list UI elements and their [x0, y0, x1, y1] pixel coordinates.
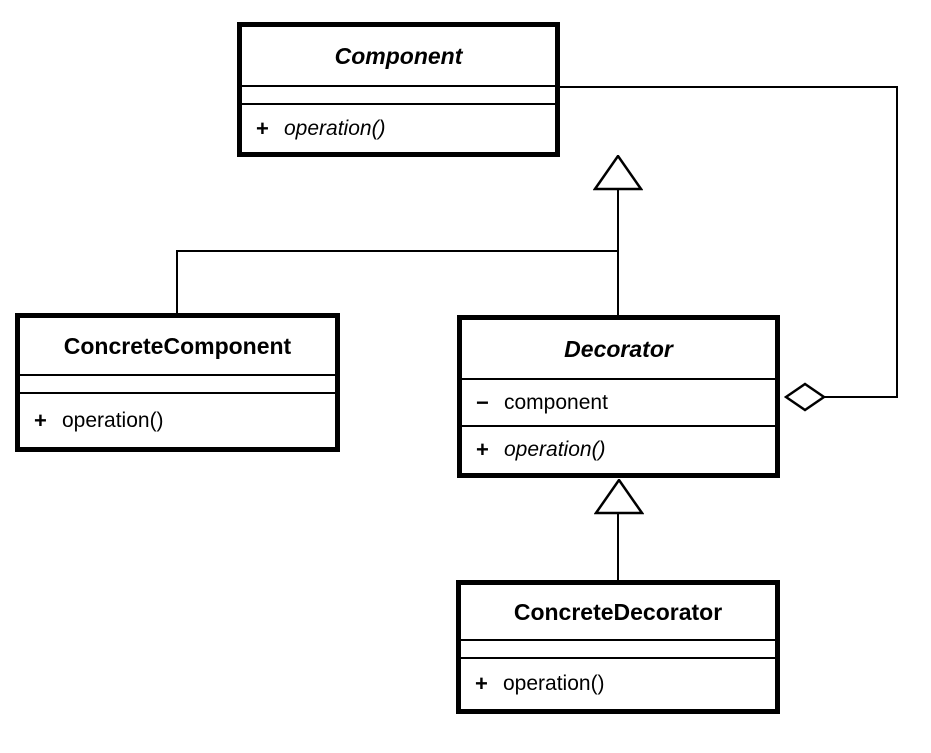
generalization-stem-decorator: [617, 511, 619, 581]
class-name-compartment-concrete-decorator: ConcreteDecorator: [461, 585, 775, 639]
class-methods-compartment-component: + operation(): [242, 103, 555, 152]
class-name-label: ConcreteDecorator: [513, 598, 723, 625]
generalization-stem-component: [617, 187, 619, 252]
class-box-concrete-component[interactable]: ConcreteComponent + operation(): [15, 313, 340, 452]
class-attributes-compartment-concrete-component: [20, 374, 335, 392]
class-methods-compartment-concrete-component: + operation(): [20, 392, 335, 447]
method-row: + operation(): [462, 437, 606, 463]
aggregation-line-vertical: [896, 86, 898, 398]
class-attributes-compartment-component: [242, 85, 555, 103]
class-methods-compartment-decorator: + operation(): [462, 425, 775, 473]
method-name: operation(): [62, 408, 164, 432]
attribute-row: − component: [462, 390, 608, 416]
class-name-label: Decorator: [564, 335, 673, 362]
visibility-marker: −: [476, 389, 489, 415]
method-row: + operation(): [20, 408, 164, 434]
visibility-marker: +: [475, 671, 488, 696]
visibility-marker: +: [256, 115, 269, 141]
method-name: operation(): [504, 438, 606, 461]
class-attributes-compartment-decorator: − component: [462, 378, 775, 425]
aggregation-line-to-component: [556, 86, 898, 88]
aggregation-line-horizontal: [821, 396, 898, 398]
generalization-branch-decorator: [617, 250, 619, 317]
attribute-name: component: [504, 390, 608, 414]
class-name-compartment-concrete-component: ConcreteComponent: [20, 318, 335, 374]
class-attributes-compartment-concrete-decorator: [461, 639, 775, 657]
generalization-triangle-component: [593, 155, 643, 191]
visibility-marker: +: [476, 437, 489, 462]
method-name: operation(): [503, 672, 605, 695]
method-row: + operation(): [242, 116, 386, 142]
class-name-label: ConcreteComponent: [63, 332, 292, 359]
aggregation-hollow-diamond: [784, 382, 826, 412]
class-box-component[interactable]: Component + operation(): [237, 22, 560, 157]
method-name: operation(): [284, 116, 386, 140]
class-methods-compartment-concrete-decorator: + operation(): [461, 657, 775, 709]
visibility-marker: +: [34, 407, 47, 433]
method-row: + operation(): [461, 671, 605, 697]
class-box-concrete-decorator[interactable]: ConcreteDecorator + operation(): [456, 580, 780, 714]
class-name-compartment-decorator: Decorator: [462, 320, 775, 378]
generalization-branch-bar: [176, 250, 619, 252]
generalization-triangle-decorator: [594, 479, 644, 515]
class-name-compartment-component: Component: [242, 27, 555, 85]
class-box-decorator[interactable]: Decorator − component + operation(): [457, 315, 780, 478]
class-name-label: Component: [334, 42, 463, 69]
generalization-branch-concrete-component: [176, 250, 178, 315]
